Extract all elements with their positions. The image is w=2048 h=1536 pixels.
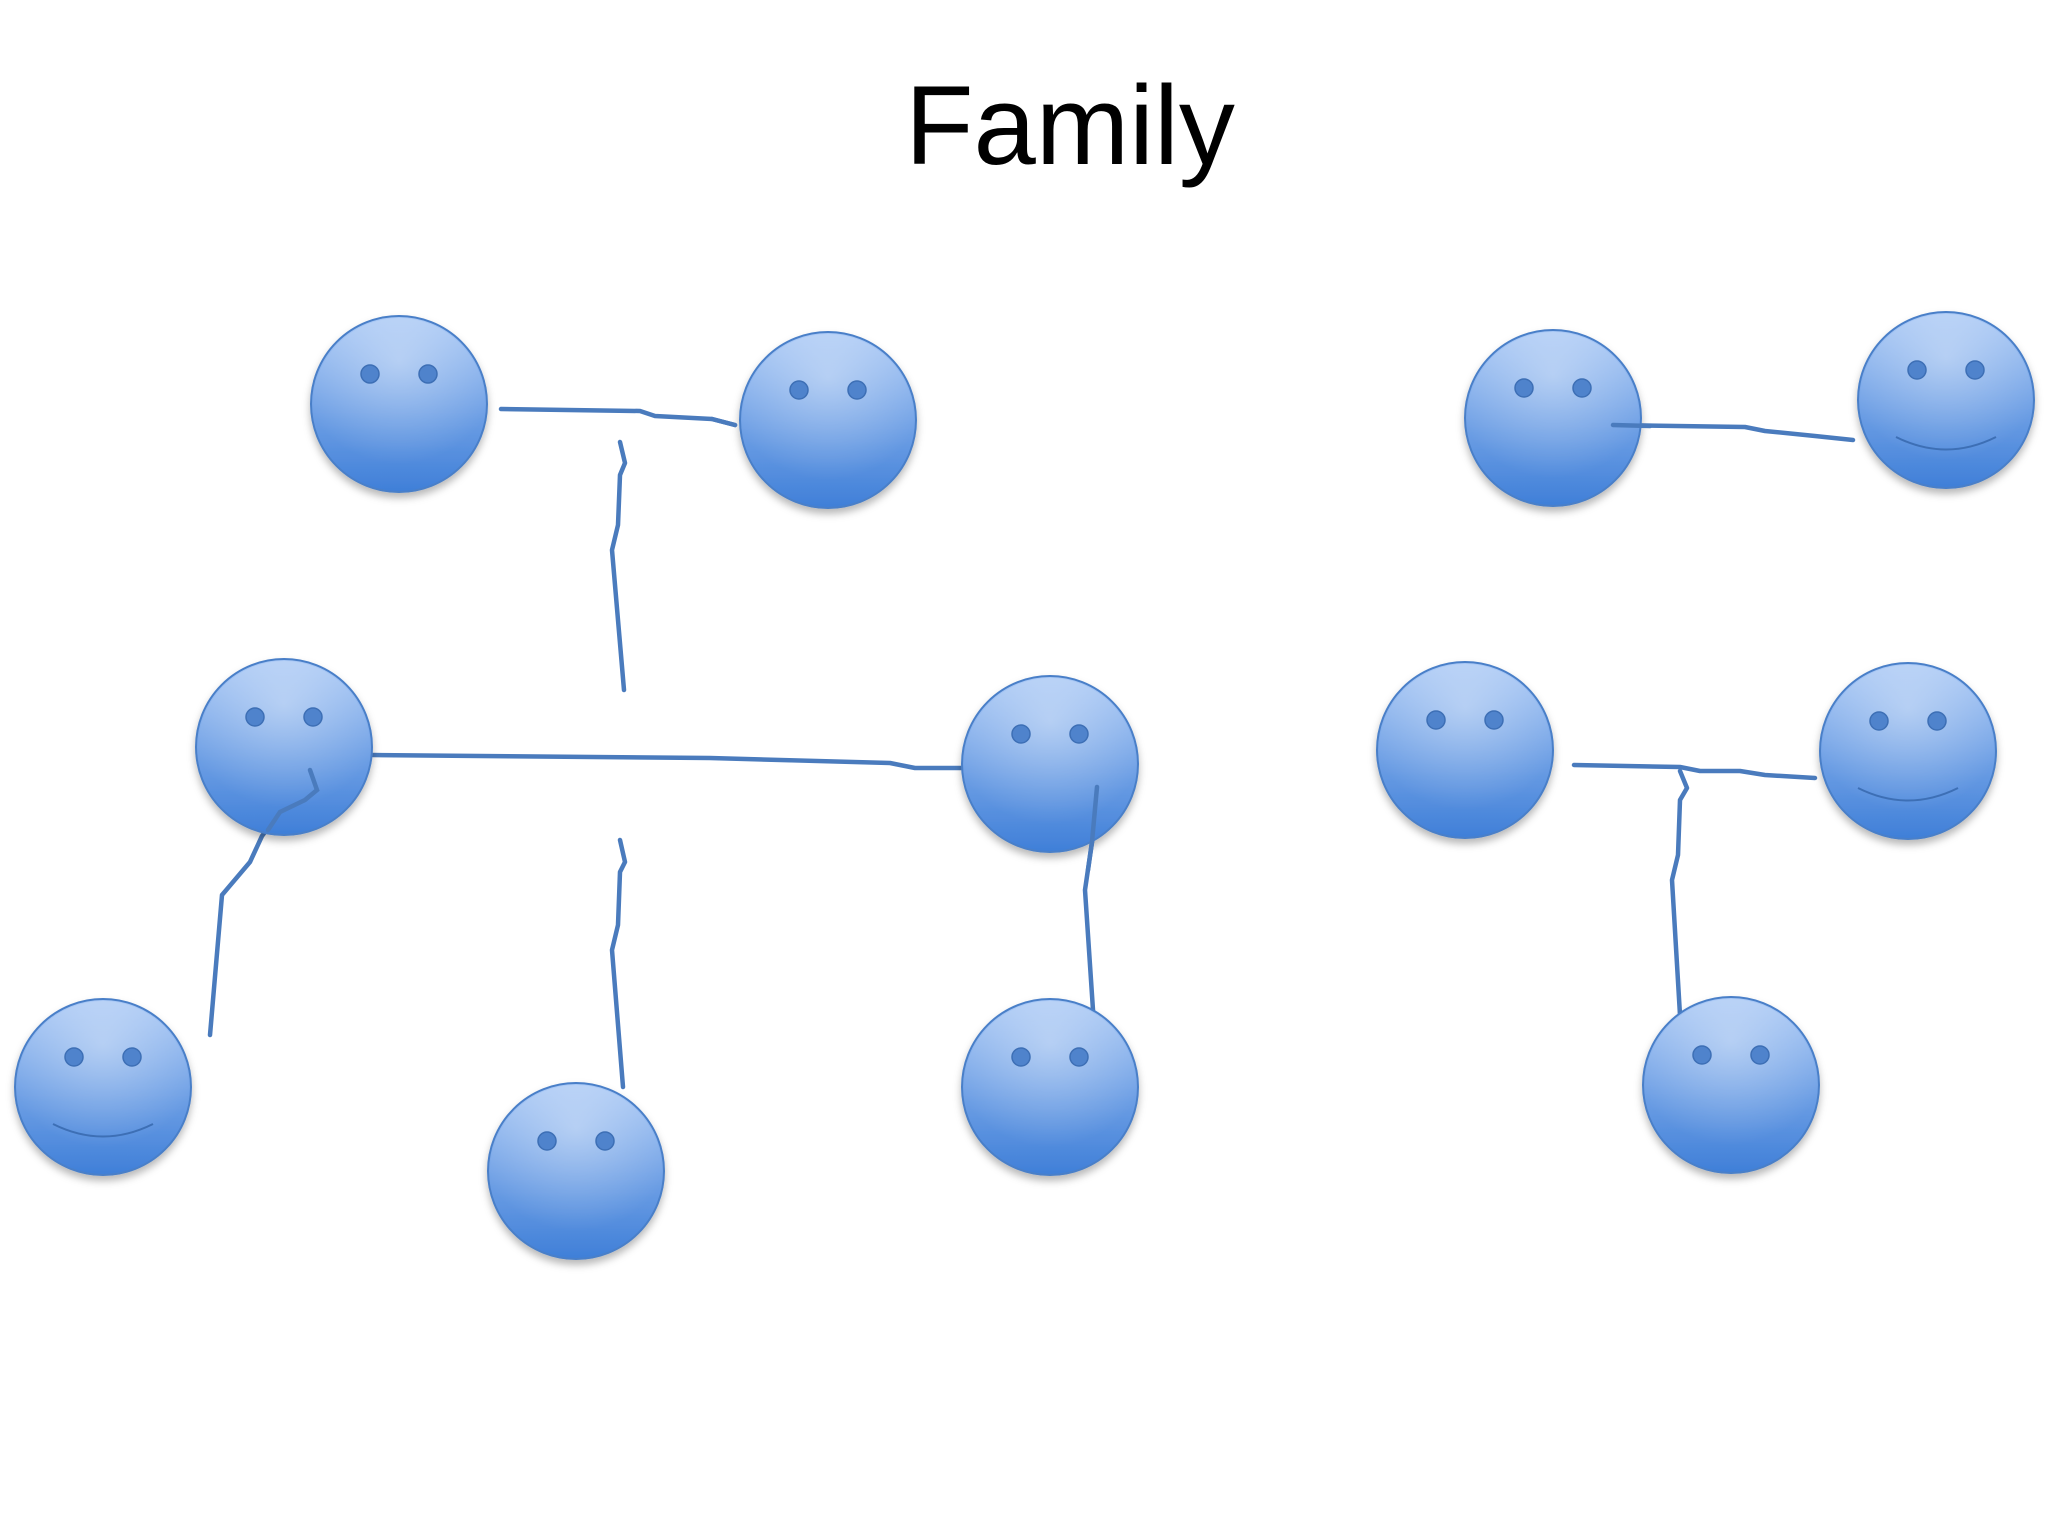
left-eye-icon	[1514, 378, 1534, 398]
overlay-lines	[265, 416, 1653, 873]
face-highlight	[964, 1001, 1136, 1173]
face-highlight	[1822, 665, 1994, 837]
page-title: Family	[905, 63, 1235, 188]
right-eye-icon	[1572, 378, 1592, 398]
face-highlight	[313, 318, 485, 490]
face-highlight	[198, 661, 370, 833]
left-eye-icon	[245, 707, 265, 727]
left-eye-icon	[1426, 710, 1446, 730]
person-face-grandparent-right-b	[1857, 311, 2035, 489]
face-highlight	[17, 1001, 189, 1173]
people-group	[14, 311, 2035, 1260]
face-highlight	[964, 678, 1136, 850]
smile-mouth-icon	[1895, 436, 1997, 451]
person-face-grandparent-left-b	[739, 331, 917, 509]
left-eye-icon	[1692, 1045, 1712, 1065]
overlay-line-segment	[709, 416, 738, 428]
face-highlight	[1379, 664, 1551, 836]
left-eye-icon	[64, 1047, 84, 1067]
person-face-child-b	[487, 1082, 665, 1260]
right-eye-icon	[303, 707, 323, 727]
left-eye-icon	[1869, 711, 1889, 731]
couple-line-grandparents-left	[498, 406, 738, 428]
couple-line-parents-right	[1571, 762, 1818, 781]
left-eye-icon	[789, 380, 809, 400]
face-highlight	[1860, 314, 2032, 486]
right-eye-icon	[1069, 724, 1089, 744]
right-eye-icon	[418, 364, 438, 384]
right-eye-icon	[1927, 711, 1947, 731]
right-eye-icon	[1069, 1047, 1089, 1067]
overlay-line-segment	[265, 767, 320, 833]
person-face-parent-d	[1819, 662, 1997, 840]
left-eye-icon	[1011, 724, 1031, 744]
left-eye-icon	[1011, 1047, 1031, 1067]
person-face-parent-a	[195, 658, 373, 836]
person-face-child-c	[961, 998, 1139, 1176]
right-eye-icon	[1484, 710, 1504, 730]
right-eye-icon	[1965, 360, 1985, 380]
face-highlight	[1467, 332, 1639, 504]
person-face-parent-b	[961, 675, 1139, 853]
right-eye-icon	[847, 380, 867, 400]
person-face-parent-c	[1376, 661, 1554, 839]
descent-line-child-d	[1669, 768, 1690, 1018]
descent-line-grandparents-left	[609, 439, 628, 693]
left-eye-icon	[537, 1131, 557, 1151]
couple-line-parents-left	[370, 752, 965, 771]
person-face-grandparent-left-a	[310, 315, 488, 493]
right-eye-icon	[595, 1131, 615, 1151]
person-face-child-d	[1642, 996, 1820, 1174]
right-eye-icon	[122, 1047, 142, 1067]
smile-mouth-icon	[1857, 787, 1959, 802]
left-eye-icon	[360, 364, 380, 384]
person-face-grandparent-right-a	[1464, 329, 1642, 507]
overlay-line-segment	[1610, 422, 1653, 429]
person-face-child-a	[14, 998, 192, 1176]
left-eye-icon	[1907, 360, 1927, 380]
right-eye-icon	[1750, 1045, 1770, 1065]
overlay-line-segment	[1085, 784, 1100, 873]
face-highlight	[490, 1085, 662, 1257]
descent-line-child-b	[609, 837, 628, 1090]
face-highlight	[1645, 999, 1817, 1171]
smile-mouth-icon	[52, 1123, 154, 1138]
couple-line-grandparents-right	[1610, 422, 1856, 443]
face-highlight	[742, 334, 914, 506]
